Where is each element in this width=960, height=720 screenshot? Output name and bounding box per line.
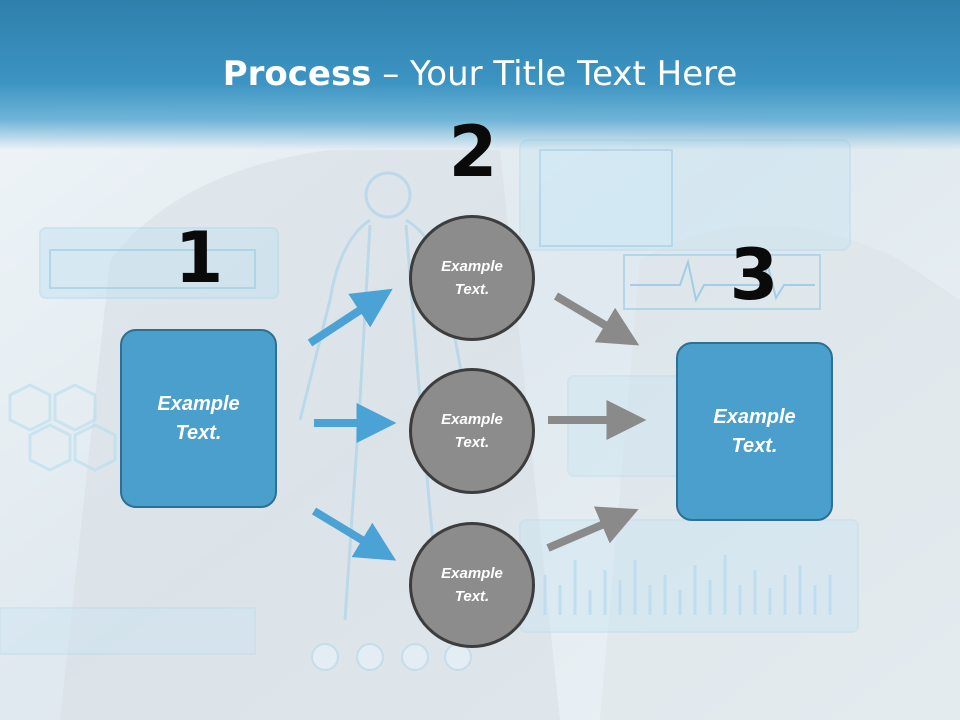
step-1-box: Example Text. [120,329,277,508]
step-3-text: Example Text. [713,405,796,457]
step-2-circle-top-text: Example Text. [441,258,503,298]
title-bold: Process [222,54,372,94]
step-number-3: 3 [729,234,779,316]
step-2-circle-bottom: Example Text. [409,522,535,648]
slide-title: Process – Your Title Text Here [0,52,960,96]
title-band [0,0,960,150]
step-number-1: 1 [174,217,224,299]
step-3-box: Example Text. [676,342,833,521]
arrow-2a-to-3 [553,292,640,346]
step-2-circle-top: Example Text. [409,215,535,341]
step-1-text: Example Text. [157,392,240,444]
step-2-circle-middle: Example Text. [409,368,535,494]
arrow-2c-to-3 [546,506,639,552]
step-number-2: 2 [448,111,498,193]
arrow-1-to-2c [311,507,397,561]
title-rest: – Your Title Text Here [371,54,738,94]
arrow-1-to-2a [307,288,393,347]
step-2-circle-bottom-text: Example Text. [441,565,503,605]
step-2-circle-middle-text: Example Text. [441,411,503,451]
